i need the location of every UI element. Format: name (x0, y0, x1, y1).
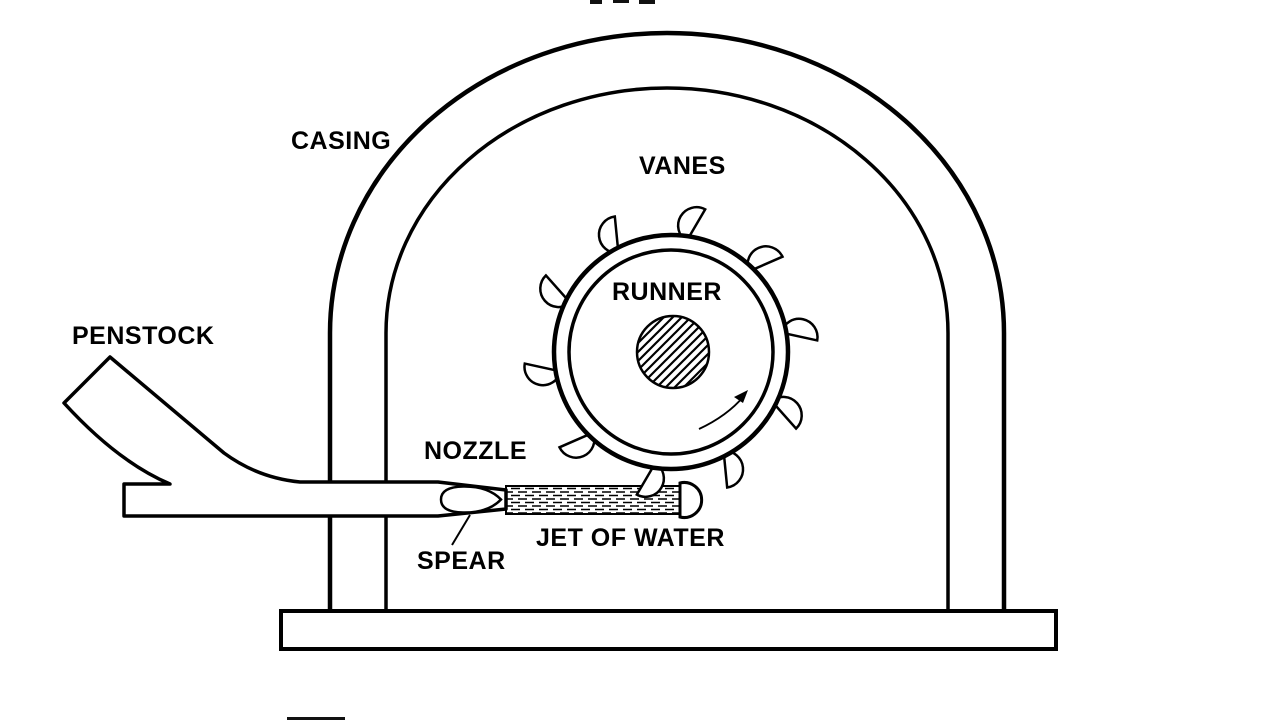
label-penstock: PENSTOCK (72, 322, 215, 350)
rotation-arrow-icon (698, 390, 748, 430)
cropped-text-artifact-top (590, 0, 602, 4)
spear-leader-line (451, 514, 471, 546)
cropped-text-artifact-top (613, 0, 629, 3)
casing-inner-wall (384, 86, 950, 612)
cropped-text-artifact-top (639, 0, 655, 4)
casing-outer-wall (327, 30, 1007, 612)
cropped-text-artifact-bottom (287, 717, 345, 720)
jet-end-bucket (678, 481, 704, 519)
label-runner: RUNNER (612, 278, 722, 306)
label-casing: CASING (291, 127, 392, 155)
label-vanes: VANES (639, 152, 726, 180)
label-nozzle: NOZZLE (424, 437, 527, 465)
runner-shaft-hub (635, 314, 711, 390)
penstock-pipe (62, 355, 508, 518)
foundation-base (279, 609, 1058, 651)
label-spear: SPEAR (417, 547, 506, 575)
spear (439, 485, 503, 514)
label-jet-of-water: JET OF WATER (536, 524, 725, 552)
